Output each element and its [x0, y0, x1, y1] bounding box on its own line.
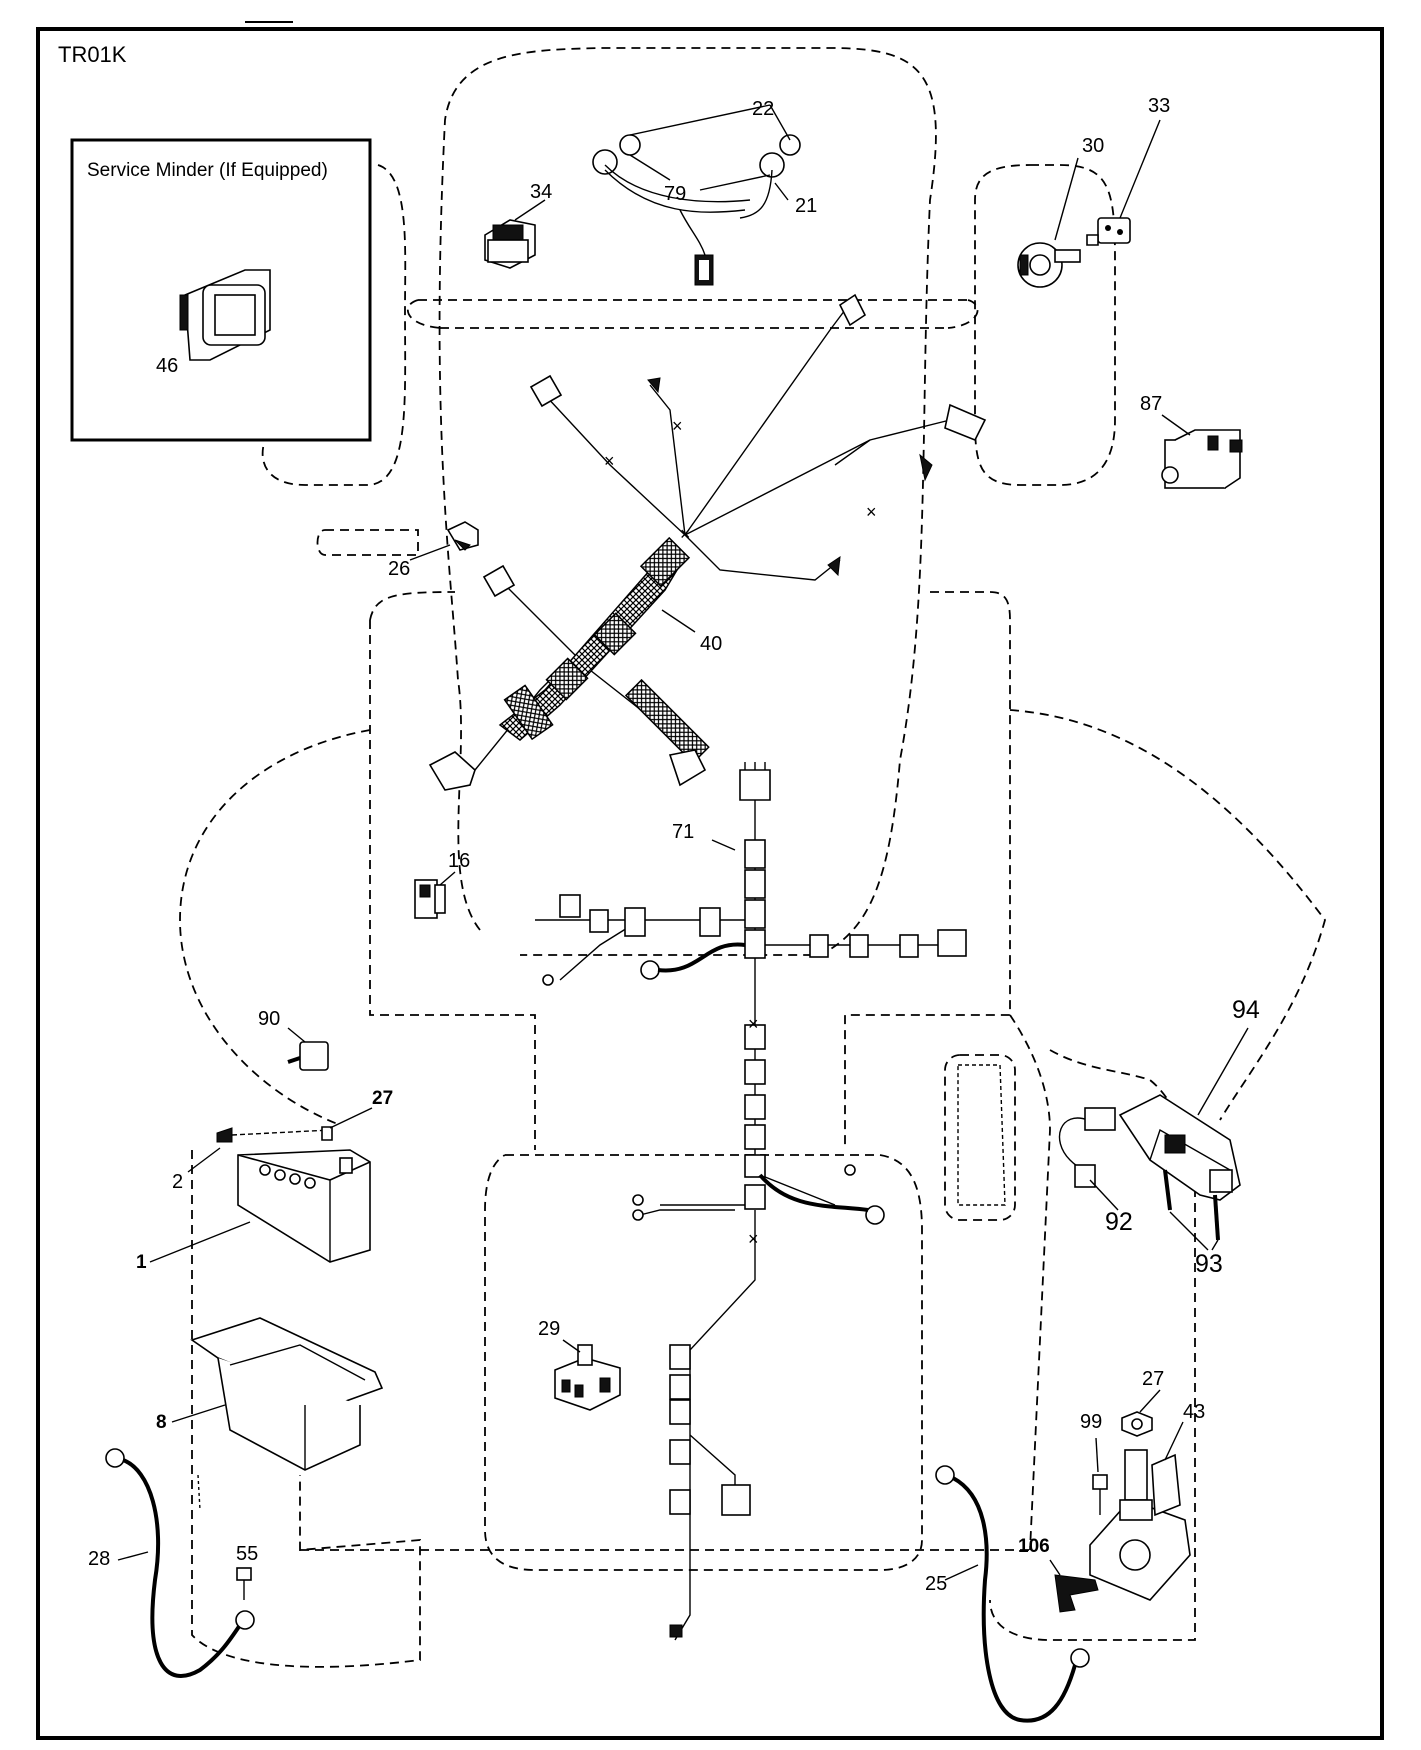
callout-16: 16 [448, 850, 470, 872]
callout-34: 34 [530, 181, 552, 203]
leader-28 [117, 1551, 149, 1561]
callout-27-top: 27 [372, 1088, 393, 1109]
callout-94: 94 [1232, 996, 1260, 1024]
callout-99: 99 [1080, 1411, 1102, 1433]
leader-99 [1095, 1437, 1099, 1473]
leader-1 [149, 1221, 251, 1263]
battery-1 [237, 1149, 371, 1263]
main-wire-harness-40: × × × × [428, 293, 987, 791]
callout-2: 2 [172, 1171, 183, 1193]
splice-mark-1: × [604, 451, 615, 471]
leader-22-21 [699, 104, 791, 201]
diagram-code: TR01K [58, 42, 127, 67]
splice-mark-6: × [748, 1229, 759, 1249]
ignition-switch-30 [1017, 242, 1081, 288]
component-90 [287, 1041, 329, 1071]
leader-30-33 [1054, 119, 1161, 241]
callout-8: 8 [156, 1412, 167, 1433]
rear-wire-harness-71: × × [535, 762, 967, 1641]
callout-55: 55 [236, 1543, 258, 1565]
leader-16 [439, 871, 456, 886]
splice-mark-3: × [866, 502, 877, 522]
ground-hole [197, 1474, 201, 1511]
splice-mark-2: × [672, 416, 683, 436]
callout-93: 93 [1195, 1250, 1223, 1278]
inset-title: Service Minder (If Equipped) [87, 160, 328, 181]
callout-21: 21 [795, 195, 817, 217]
callout-92: 92 [1105, 1208, 1133, 1236]
callout-79: 79 [664, 183, 686, 205]
leader-26 [409, 544, 451, 561]
leader-71 [711, 839, 736, 851]
leader-2 [187, 1147, 221, 1173]
leader-27-43 [1139, 1389, 1184, 1461]
callout-22: 22 [752, 98, 774, 120]
leader-90 [287, 1027, 306, 1043]
callout-27-bottom: 27 [1142, 1368, 1164, 1390]
bolt-99 [1092, 1474, 1108, 1515]
tractor-outline [179, 47, 1326, 1668]
leader-8 [171, 1404, 226, 1423]
callout-46: 46 [156, 355, 178, 377]
leader-93 [1169, 1211, 1219, 1251]
leader-40 [661, 609, 696, 633]
outer-frame [36, 27, 1384, 1740]
ignition-key-33 [1086, 217, 1131, 246]
callout-87: 87 [1140, 393, 1162, 415]
leader-29 [562, 1339, 581, 1353]
callout-28: 28 [88, 1548, 110, 1570]
service-minder-unit [179, 269, 271, 361]
leader-106 [1049, 1559, 1061, 1576]
relay-26 [446, 521, 479, 551]
leader-25 [944, 1564, 979, 1581]
bolts-93 [1163, 1169, 1220, 1241]
leader-34 [514, 199, 546, 221]
leader-94 [1197, 1027, 1249, 1116]
seat-switch-29 [554, 1344, 621, 1411]
relay-16 [414, 879, 446, 919]
connector-92 [1058, 1107, 1116, 1188]
splice-mark-4: × [680, 524, 691, 544]
pto-switch-87 [1161, 429, 1243, 489]
clip-106 [1054, 1574, 1099, 1613]
solenoid-43 [1089, 1449, 1191, 1601]
nut-27 [1121, 1411, 1153, 1437]
callout-33: 33 [1148, 95, 1170, 117]
splice-mark-5: × [748, 1014, 759, 1034]
rocker-switch-34 [484, 219, 536, 269]
headlight-assembly [592, 104, 801, 286]
callout-106: 106 [1018, 1536, 1050, 1557]
callout-1: 1 [136, 1252, 147, 1273]
callout-40: 40 [700, 633, 722, 655]
battery-cable-28 [105, 1448, 255, 1678]
callout-71: 71 [672, 821, 694, 843]
battery-tray-8 [190, 1317, 384, 1471]
leader-87 [1161, 414, 1191, 436]
callout-90: 90 [258, 1008, 280, 1030]
callout-26: 26 [388, 558, 410, 580]
callout-25: 25 [925, 1573, 947, 1595]
callout-43: 43 [1183, 1401, 1205, 1423]
callout-30: 30 [1082, 135, 1104, 157]
callout-29: 29 [538, 1318, 560, 1340]
service-minder-inset: Service Minder (If Equipped) 46 [70, 138, 372, 442]
screw-55 [236, 1567, 252, 1600]
battery-hardware-2-27 [216, 1126, 333, 1143]
battery-cable-25 [935, 1465, 1090, 1723]
leader-92 [1089, 1179, 1119, 1211]
solenoid-assembly-94 [1118, 1094, 1241, 1201]
leader-27-top [329, 1107, 373, 1129]
